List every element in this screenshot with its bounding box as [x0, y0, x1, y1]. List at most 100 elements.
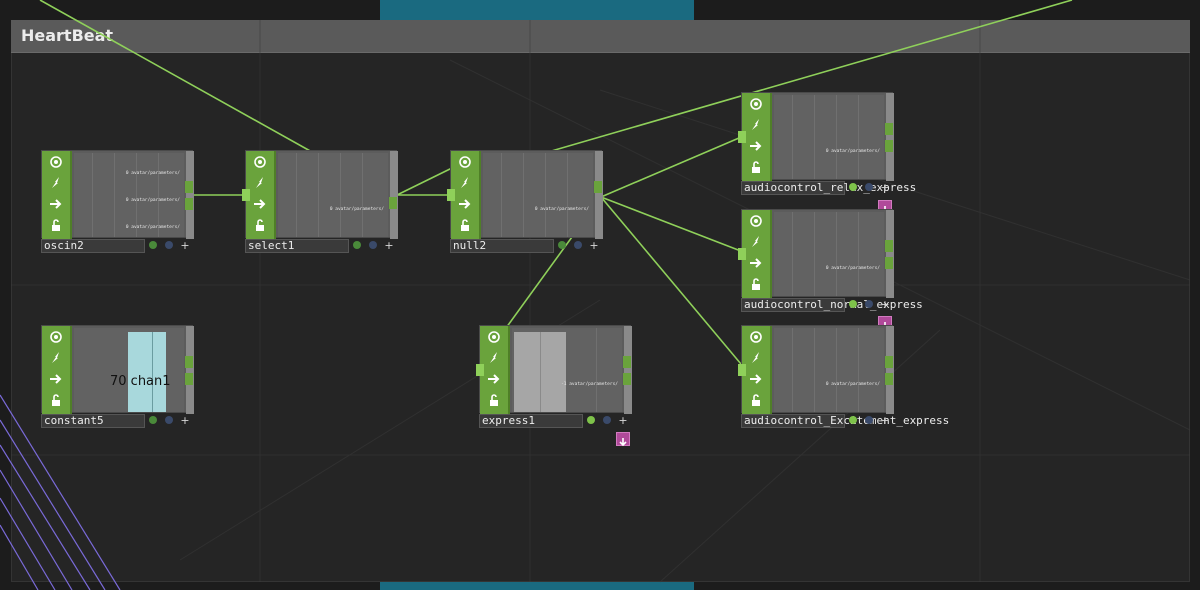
- output-port[interactable]: [185, 356, 193, 368]
- lightning-icon[interactable]: [745, 116, 767, 134]
- scrollbar[interactable]: [186, 326, 194, 414]
- scrollbar[interactable]: [390, 151, 398, 239]
- plus-icon[interactable]: +: [618, 414, 628, 427]
- arrow-right-icon[interactable]: [249, 195, 271, 213]
- lock-icon[interactable]: [45, 391, 67, 409]
- input-port[interactable]: [447, 189, 455, 201]
- scrollbar[interactable]: [186, 151, 194, 239]
- lightning-icon[interactable]: [483, 349, 505, 367]
- display-dot[interactable]: [865, 300, 873, 308]
- lightning-icon[interactable]: [249, 174, 271, 192]
- input-port[interactable]: [738, 248, 746, 260]
- cook-dot[interactable]: [849, 416, 857, 424]
- node-name[interactable]: null2: [450, 239, 554, 253]
- node-body[interactable]: -1 avatar/parameters/: [476, 325, 632, 414]
- output-port[interactable]: [885, 240, 893, 252]
- lock-icon[interactable]: [249, 216, 271, 234]
- lock-icon[interactable]: [745, 158, 767, 176]
- input-port[interactable]: [738, 131, 746, 143]
- lock-icon[interactable]: [45, 216, 67, 234]
- plus-icon[interactable]: +: [180, 239, 190, 252]
- node-body[interactable]: 0 avatar/parameters/: [447, 150, 603, 239]
- output-port[interactable]: [885, 373, 893, 385]
- arrow-right-icon[interactable]: [745, 254, 767, 272]
- lock-icon[interactable]: [483, 391, 505, 409]
- target-icon[interactable]: [249, 153, 271, 171]
- scrollbar[interactable]: [886, 326, 894, 414]
- cook-dot[interactable]: [849, 183, 857, 191]
- input-port[interactable]: [738, 364, 746, 376]
- output-port[interactable]: [623, 356, 631, 368]
- plus-icon[interactable]: +: [180, 414, 190, 427]
- cook-dot[interactable]: [353, 241, 361, 249]
- cook-dot[interactable]: [849, 300, 857, 308]
- lightning-icon[interactable]: [745, 349, 767, 367]
- plus-icon[interactable]: +: [384, 239, 394, 252]
- arrow-right-icon[interactable]: [45, 195, 67, 213]
- target-icon[interactable]: [745, 95, 767, 113]
- arrow-right-icon[interactable]: [745, 370, 767, 388]
- scrollbar[interactable]: [624, 326, 632, 414]
- output-port[interactable]: [885, 123, 893, 135]
- node-body[interactable]: 0 avatar/parameters/: [738, 325, 894, 414]
- output-port[interactable]: [885, 140, 893, 152]
- lock-icon[interactable]: [454, 216, 476, 234]
- target-icon[interactable]: [745, 212, 767, 230]
- output-port[interactable]: [885, 356, 893, 368]
- output-port[interactable]: [185, 198, 193, 210]
- arrow-right-icon[interactable]: [745, 137, 767, 155]
- output-port[interactable]: [594, 181, 602, 193]
- lightning-icon[interactable]: [45, 349, 67, 367]
- node-body[interactable]: 0 avatar/parameters/: [738, 92, 894, 181]
- lightning-icon[interactable]: [45, 174, 67, 192]
- output-port[interactable]: [885, 257, 893, 269]
- node-name[interactable]: constant5: [41, 414, 145, 428]
- plus-icon[interactable]: +: [880, 298, 890, 311]
- target-icon[interactable]: [454, 153, 476, 171]
- display-dot[interactable]: [603, 416, 611, 424]
- node-body[interactable]: 70 chan1: [41, 325, 194, 414]
- node-name[interactable]: audiocontrol_Excitement_express: [741, 414, 949, 428]
- node-body[interactable]: 0 avatar/parameters/ 0 avatar/parameters…: [41, 150, 194, 239]
- node-body[interactable]: 0 avatar/parameters/: [738, 209, 894, 298]
- down-arrow-icon[interactable]: [616, 432, 630, 447]
- arrow-right-icon[interactable]: [45, 370, 67, 388]
- display-dot[interactable]: [369, 241, 377, 249]
- node-name[interactable]: select1: [245, 239, 349, 253]
- input-port[interactable]: [476, 364, 484, 376]
- output-port[interactable]: [185, 373, 193, 385]
- node-name[interactable]: audiocontrol_relax_express: [741, 181, 916, 195]
- display-dot[interactable]: [865, 183, 873, 191]
- lock-icon[interactable]: [745, 391, 767, 409]
- node-body[interactable]: 0 avatar/parameters/: [242, 150, 398, 239]
- container-title-bar[interactable]: HeartBeat: [11, 20, 1190, 53]
- cook-dot[interactable]: [149, 416, 157, 424]
- node-name[interactable]: express1: [479, 414, 583, 428]
- output-port[interactable]: [185, 181, 193, 193]
- output-port[interactable]: [389, 197, 397, 209]
- target-icon[interactable]: [745, 328, 767, 346]
- display-dot[interactable]: [165, 241, 173, 249]
- target-icon[interactable]: [483, 328, 505, 346]
- scrollbar[interactable]: [595, 151, 603, 239]
- lock-icon[interactable]: [745, 275, 767, 293]
- node-name[interactable]: oscin2: [41, 239, 145, 253]
- cook-dot[interactable]: [149, 241, 157, 249]
- arrow-right-icon[interactable]: [454, 195, 476, 213]
- cook-dot[interactable]: [558, 241, 566, 249]
- scrollbar[interactable]: [886, 210, 894, 298]
- node-name[interactable]: audiocontrol_normal_express: [741, 298, 923, 312]
- plus-icon[interactable]: +: [880, 181, 890, 194]
- display-dot[interactable]: [165, 416, 173, 424]
- input-port[interactable]: [242, 189, 250, 201]
- target-icon[interactable]: [45, 328, 67, 346]
- output-port[interactable]: [623, 373, 631, 385]
- arrow-right-icon[interactable]: [483, 370, 505, 388]
- plus-icon[interactable]: +: [589, 239, 599, 252]
- display-dot[interactable]: [865, 416, 873, 424]
- target-icon[interactable]: [45, 153, 67, 171]
- plus-icon[interactable]: +: [880, 414, 890, 427]
- display-dot[interactable]: [574, 241, 582, 249]
- cook-dot[interactable]: [587, 416, 595, 424]
- scrollbar[interactable]: [886, 93, 894, 181]
